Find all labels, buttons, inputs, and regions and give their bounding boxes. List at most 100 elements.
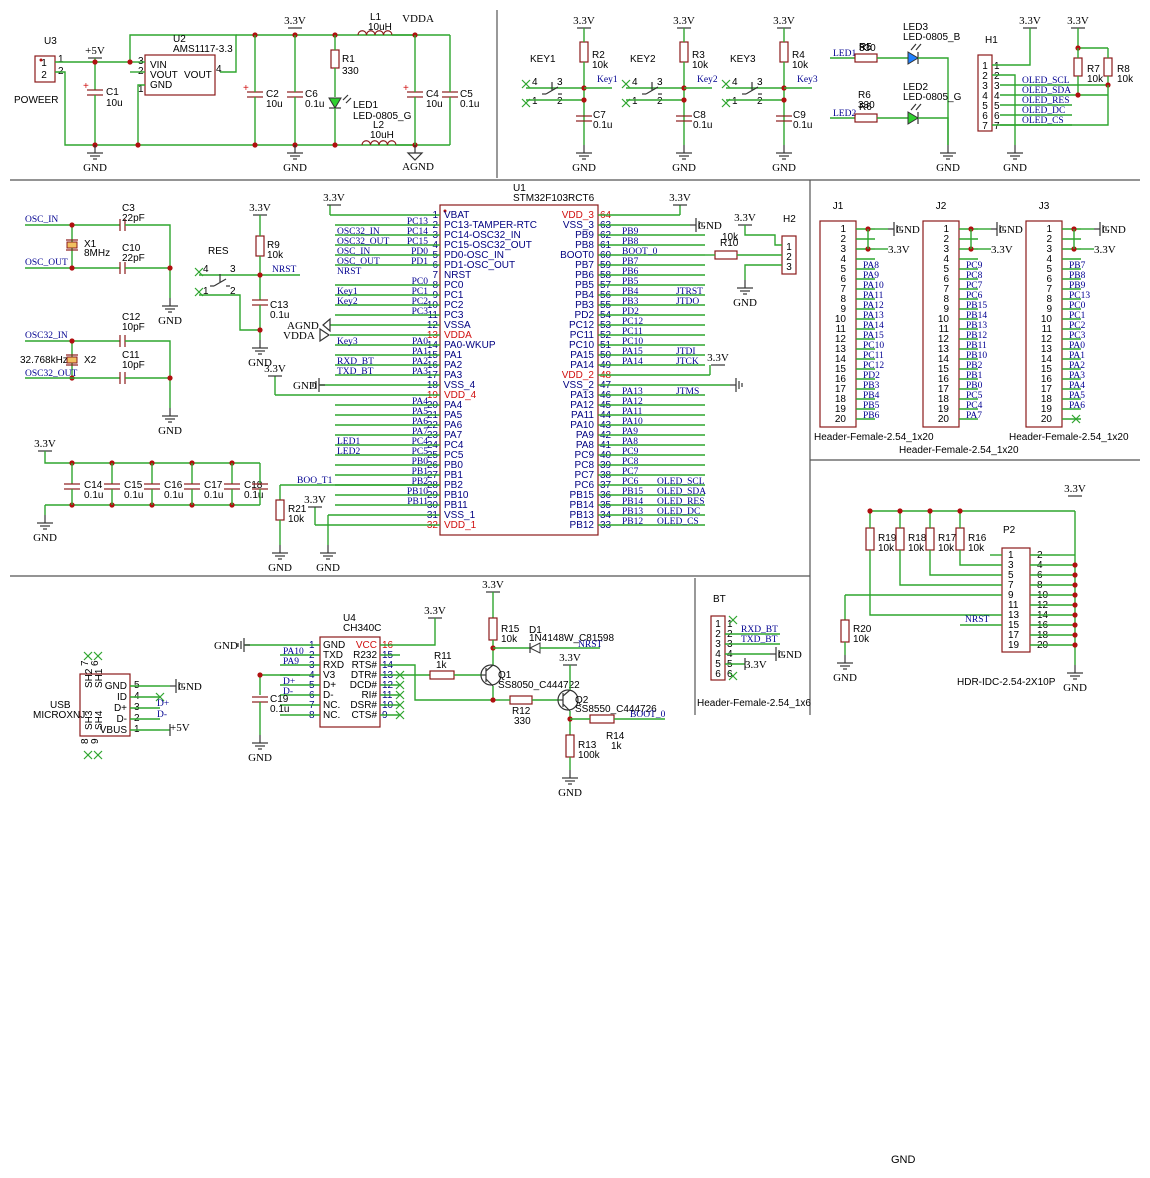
gnd-label: GND <box>558 787 582 799</box>
mcu-net-label: PD0 <box>411 247 428 257</box>
mcu-pin-name: PC14-OSC32_IN <box>444 230 521 241</box>
label: 1k <box>436 660 448 671</box>
header-pin-num: 6 <box>840 274 846 285</box>
r15-body <box>488 617 498 641</box>
mcu-pin-name: PC9 <box>575 450 595 461</box>
label: Q2 <box>575 695 589 706</box>
no-connect-mark <box>395 680 405 690</box>
p2-pin-left: 19 <box>1008 640 1020 651</box>
junction-dot <box>897 508 903 514</box>
r11-body <box>429 670 455 680</box>
header-net-label: PA12 <box>863 301 884 311</box>
label: LED2 <box>903 82 928 93</box>
mcu-net-label: PB1 <box>412 467 429 477</box>
header-pin-num: 10 <box>938 314 950 325</box>
header-pin-num: 15 <box>1041 364 1053 375</box>
label: 22pF <box>122 253 145 264</box>
label: C17 <box>204 480 223 491</box>
header-net-label: PA10 <box>863 281 884 291</box>
bt-pin: 1 <box>715 619 721 630</box>
bt-pin: 5 <box>715 659 721 670</box>
label: 10pF <box>122 322 145 333</box>
label: 10k <box>792 60 809 71</box>
mcu-ext-label: OSC_OUT <box>337 257 380 267</box>
pin1-marker <box>443 209 447 213</box>
wire <box>929 550 1002 576</box>
h1-connector <box>977 54 993 132</box>
mcu-net-label: PA13 <box>622 387 643 397</box>
label: 4 <box>732 77 738 88</box>
mcu-pin-name: PB11 <box>444 500 468 511</box>
mcu-net-label: PC9 <box>622 447 639 457</box>
h1-ref: H1 <box>985 35 998 46</box>
u2-pin-vout2: VOUT <box>184 70 212 81</box>
gnd-label: GND <box>83 162 107 174</box>
wire <box>125 340 171 408</box>
header-pin-num: 18 <box>835 394 847 405</box>
ch340-pin-name: DSR# <box>350 700 377 711</box>
label: 100k <box>578 750 601 761</box>
label: SS8550_C444726 <box>575 704 657 715</box>
label: R19 <box>878 533 897 544</box>
r8-body <box>1103 57 1113 77</box>
mcu-ext-label: JTRST <box>676 287 703 297</box>
mcu-pin-name: PC6 <box>575 480 595 491</box>
u4-value: CH340C <box>343 623 381 634</box>
jtag-pullup-resistor <box>895 527 905 551</box>
ch340-pin-name: V3 <box>323 670 336 681</box>
ch340-pin-name: GND <box>323 640 345 651</box>
mcu-pin-name: PA3 <box>444 370 463 381</box>
r20-body <box>840 619 850 643</box>
wire <box>485 678 494 687</box>
power-label: 3.3V <box>573 15 595 27</box>
mcu-pin-name: PA2 <box>444 360 463 371</box>
header-net-label: PA7 <box>966 411 982 421</box>
header-net-label: PB2 <box>966 361 983 371</box>
header-pin-num: 9 <box>1046 304 1052 315</box>
junction-dot <box>69 338 75 344</box>
header-net-label: PC10 <box>863 341 884 351</box>
mcu-net-label: PC6 <box>622 477 639 487</box>
mcu-pin-name: VDD_3 <box>562 210 595 221</box>
label: 330 <box>858 100 875 111</box>
ch340-pin-name: NC. <box>323 700 340 711</box>
gnd-label: GND <box>772 162 796 174</box>
wire <box>959 550 1002 566</box>
r13-body <box>565 734 575 758</box>
u2-pin-gnd: GND <box>150 80 172 91</box>
junction-dot <box>1075 92 1081 98</box>
mcu-pin-name: PA0-WKUP <box>444 340 496 351</box>
h1-pin-num: 5 <box>994 101 1000 112</box>
h2-pin: 1 <box>786 242 792 253</box>
usb-connector <box>79 673 131 737</box>
label: C14 <box>84 480 103 491</box>
usb-pin-name: D- <box>116 714 127 725</box>
header-pin-num: 5 <box>840 264 846 275</box>
label: D1 <box>529 625 542 636</box>
h1-pin-num: 2 <box>994 71 1000 82</box>
gnd-label: GND <box>1003 162 1027 174</box>
key-pullup-resistor <box>579 41 589 63</box>
mcu-net-label: PC10 <box>622 337 643 347</box>
ch340-pin-name: RTS# <box>352 660 378 671</box>
mcu-pin-name: PD1-OSC_OUT <box>444 260 515 271</box>
mcu-net-label: PC0 <box>412 277 429 287</box>
oled-net-label: OLED_SCL <box>1022 76 1070 86</box>
p2-pin-left: 7 <box>1008 580 1014 591</box>
junction-dot <box>781 97 787 103</box>
osc-net-label: OSC_OUT <box>25 258 68 268</box>
label: R8 <box>1117 64 1130 75</box>
v33-label: 3.3V <box>1094 244 1116 256</box>
mcu-pin-name: PB0 <box>444 460 463 471</box>
bt-ref: BT <box>713 594 726 605</box>
mcu-pin-name: PB10 <box>444 490 469 501</box>
usb-pin-name: D+ <box>114 703 127 714</box>
boot0-net-label: BOOT_0 <box>630 710 666 720</box>
mcu-net-label: PD1 <box>411 257 428 267</box>
mcu-pin-name: PB3 <box>575 300 594 311</box>
gnd-label: GND <box>268 562 292 574</box>
header-pin-num: 16 <box>938 374 950 385</box>
label: C5 <box>460 89 473 100</box>
header-net-label: PC7 <box>966 281 983 291</box>
label: 2 <box>557 96 563 107</box>
